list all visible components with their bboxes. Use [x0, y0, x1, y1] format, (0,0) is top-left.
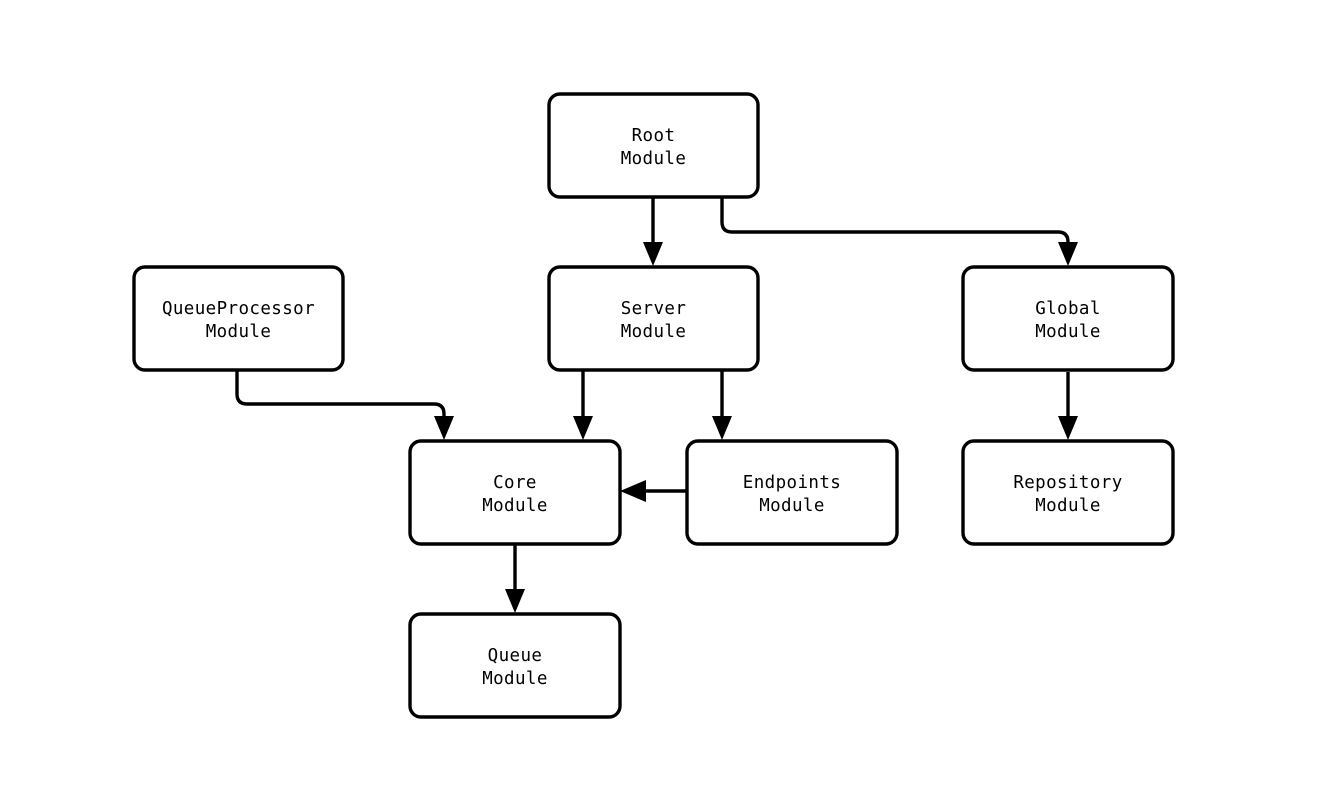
- edge-queueprocessor-to-core-line: [235, 370, 446, 421]
- edge-layer: [235, 197, 1078, 613]
- edge-core-to-queue-arrowhead: [505, 589, 525, 613]
- node-server-module-label-line2: Module: [621, 322, 687, 342]
- edge-server-to-core-arrowhead: [573, 416, 593, 440]
- node-root-module[interactable]: Root Module: [547, 92, 760, 199]
- node-core-module[interactable]: Core Module: [408, 439, 622, 546]
- node-core-module-label-line1: Core: [493, 473, 537, 493]
- node-queueprocessor-module[interactable]: QueueProcessor Module: [132, 265, 345, 372]
- edge-global-to-repository: [1058, 372, 1078, 440]
- node-global-module-label-line2: Module: [1035, 322, 1101, 342]
- node-queue-module-label-line1: Queue: [488, 646, 543, 666]
- edge-root-to-global: [720, 197, 1078, 266]
- node-core-module-label-line2: Module: [482, 496, 548, 516]
- edge-server-to-endpoints-arrowhead: [712, 416, 732, 440]
- edge-root-to-server-arrowhead: [643, 242, 663, 266]
- node-server-module[interactable]: Server Module: [547, 265, 760, 372]
- node-root-module-label-line1: Root: [632, 126, 676, 146]
- node-global-module[interactable]: Global Module: [961, 265, 1175, 372]
- node-queue-module[interactable]: Queue Module: [408, 612, 622, 719]
- node-core-module-box[interactable]: [408, 439, 622, 546]
- node-queueprocessor-module-box[interactable]: [132, 265, 345, 372]
- node-global-module-box[interactable]: [961, 265, 1175, 372]
- node-root-module-box[interactable]: [547, 92, 760, 199]
- node-server-module-label-line1: Server: [621, 299, 687, 319]
- edge-server-to-endpoints: [712, 370, 732, 440]
- edge-queueprocessor-to-core-arrowhead: [434, 416, 454, 440]
- node-queueprocessor-module-label-line1: QueueProcessor: [162, 299, 315, 319]
- node-endpoints-module-label-line1: Endpoints: [743, 473, 841, 493]
- edge-endpoints-to-core: [620, 480, 687, 502]
- node-queueprocessor-module-label-line2: Module: [206, 322, 272, 342]
- node-endpoints-module-label-line2: Module: [759, 496, 825, 516]
- node-repository-module-box[interactable]: [961, 439, 1175, 546]
- edge-server-to-core: [573, 370, 593, 440]
- node-queue-module-label-line2: Module: [482, 669, 548, 689]
- node-repository-module-label-line1: Repository: [1013, 473, 1122, 493]
- node-repository-module[interactable]: Repository Module: [961, 439, 1175, 546]
- node-endpoints-module-box[interactable]: [685, 439, 899, 546]
- node-global-module-label-line1: Global: [1035, 299, 1101, 319]
- node-repository-module-label-line2: Module: [1035, 496, 1101, 516]
- edge-global-to-repository-arrowhead: [1058, 416, 1078, 440]
- node-root-module-label-line2: Module: [621, 149, 687, 169]
- node-endpoints-module[interactable]: Endpoints Module: [685, 439, 899, 546]
- edge-queueprocessor-to-core: [235, 370, 454, 440]
- node-queue-module-box[interactable]: [408, 612, 622, 719]
- node-server-module-box[interactable]: [547, 265, 760, 372]
- edge-endpoints-to-core-arrowhead: [620, 480, 646, 502]
- edge-root-to-server: [643, 197, 663, 266]
- edge-root-to-global-line: [720, 197, 1070, 247]
- node-layer: Root Module QueueProcessor Module Server…: [132, 92, 1175, 719]
- edge-core-to-queue: [505, 545, 525, 613]
- edge-root-to-global-arrowhead: [1058, 242, 1078, 266]
